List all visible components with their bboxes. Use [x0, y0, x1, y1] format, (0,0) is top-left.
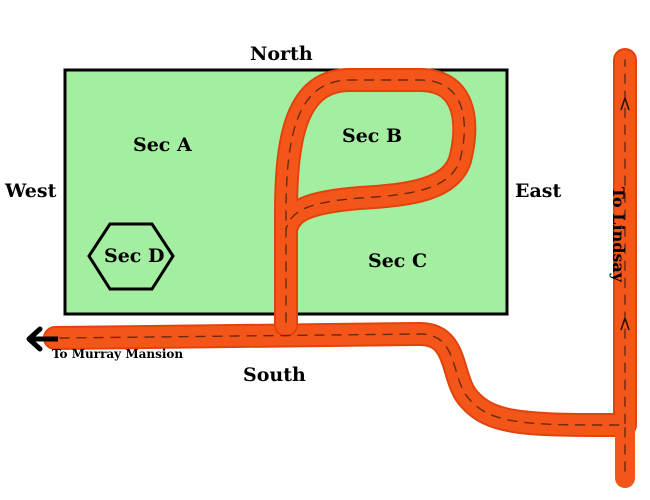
- sec-d-label: Sec D: [104, 245, 165, 267]
- arrow-up-icon: [620, 317, 630, 331]
- arrow-up-icon: [620, 97, 630, 111]
- to-murray-mansion-label: To Murray Mansion: [52, 347, 184, 361]
- sec-a-label: Sec A: [133, 134, 192, 156]
- road-loop-centerline: [285, 79, 465, 323]
- sec-d-hexagon: [87, 222, 175, 291]
- road-south-centerline: [59, 59, 626, 426]
- sec-b-label: Sec B: [342, 125, 403, 147]
- arrow-left-icon: [26, 326, 58, 352]
- south-label: South: [243, 364, 306, 386]
- east-label: East: [515, 180, 562, 202]
- road-network: [43, 48, 637, 488]
- sec-c-label: Sec C: [368, 250, 428, 272]
- north-label: North: [250, 43, 313, 65]
- to-lindsay-label: To Lindsay: [609, 186, 629, 283]
- west-label: West: [5, 180, 57, 202]
